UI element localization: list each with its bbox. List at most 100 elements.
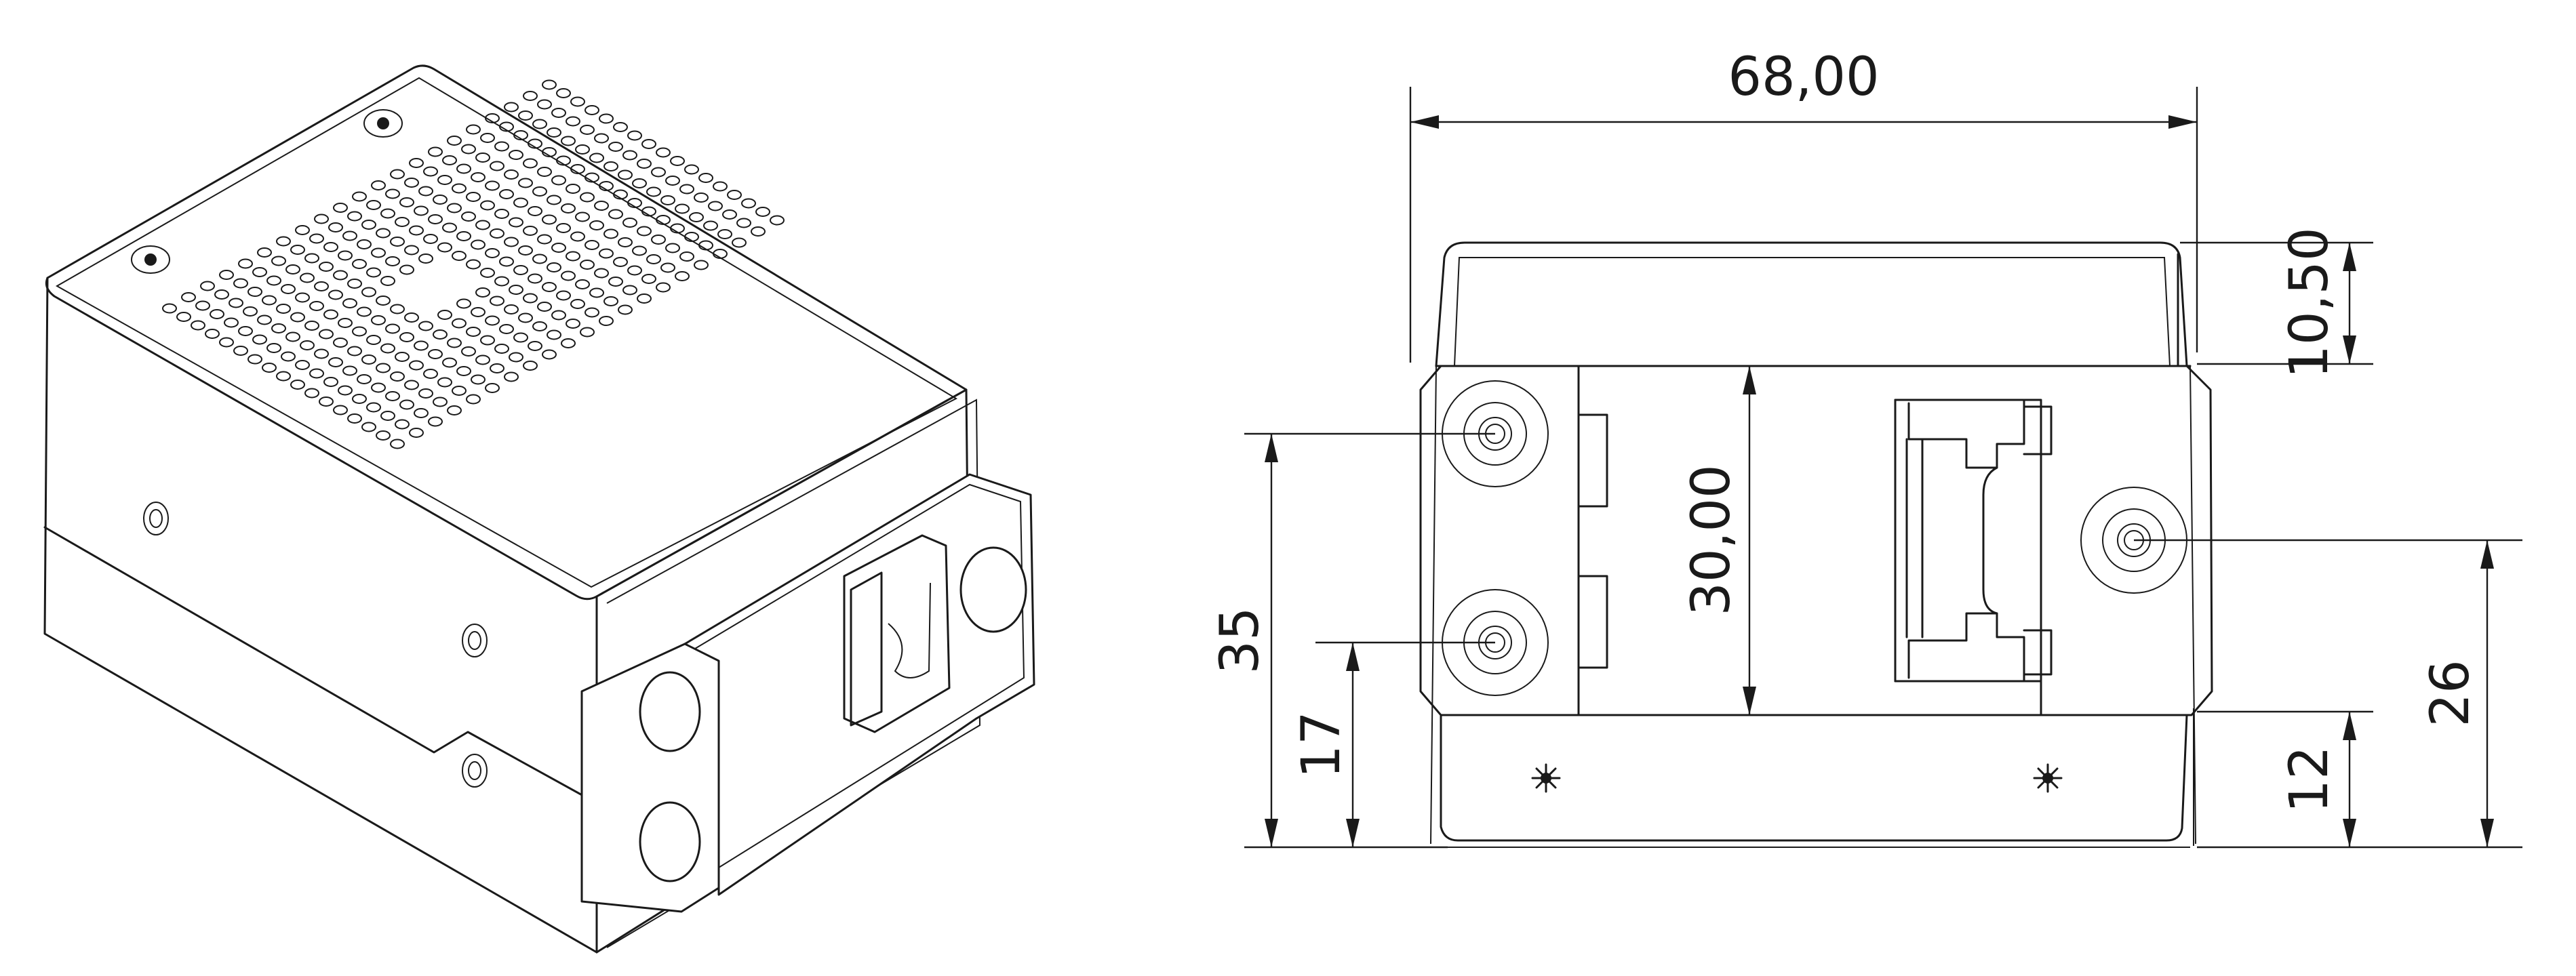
bracket-inner-edge [691, 483, 1025, 868]
vent-hole [461, 144, 476, 155]
vent-hole [442, 357, 457, 368]
vent-hole [551, 310, 566, 321]
vent-hole [319, 262, 334, 272]
vent-hole [575, 279, 590, 289]
vent-hole [452, 318, 467, 329]
vent-hole [276, 304, 291, 314]
vent-hole [466, 124, 481, 135]
vent-hole [323, 377, 338, 387]
right-side-flange [2189, 365, 2196, 845]
vent-hole [528, 341, 542, 351]
bracket-hole-upper [639, 671, 701, 752]
vent-hole [684, 164, 699, 175]
left-side-flange [1430, 365, 1437, 845]
din-clip-slot [850, 571, 883, 727]
vent-hole [271, 323, 286, 333]
vent-hole [395, 217, 410, 227]
vent-hole [290, 312, 305, 323]
vent-hole [523, 361, 538, 371]
vent-hole [238, 258, 253, 269]
vent-hole [509, 150, 523, 160]
flange-tab-upper [1577, 413, 1608, 508]
vent-hole [461, 211, 476, 222]
vent-hole [523, 91, 538, 101]
vent-hole [480, 200, 495, 211]
vent-hole [480, 268, 495, 278]
vent-hole [409, 360, 424, 371]
vent-hole [694, 192, 709, 203]
vent-hole [499, 256, 514, 267]
vent-hole [594, 133, 609, 144]
vent-hole [698, 173, 713, 183]
vent-hole [665, 176, 680, 186]
vent-hole [456, 231, 471, 241]
vent-hole [542, 214, 557, 225]
vent-hole [499, 324, 514, 334]
bracket-hole-right [959, 546, 1027, 633]
vent-hole [418, 388, 433, 399]
vent-hole [665, 243, 680, 253]
vent-hole [423, 234, 438, 244]
vent-hole [385, 323, 400, 334]
vent-hole [262, 363, 277, 373]
vent-hole [409, 158, 424, 168]
vent-hole [404, 312, 419, 323]
vent-hole [679, 184, 694, 195]
vent-hole [380, 276, 395, 286]
dim-lower-hole: 17 [1291, 711, 1352, 778]
vent-hole [437, 242, 452, 253]
vent-hole [480, 133, 495, 143]
vent-hole [575, 211, 590, 222]
vent-hole [618, 169, 633, 180]
vent-hole [580, 260, 595, 270]
vent-hole [385, 391, 400, 401]
vent-hole [613, 257, 628, 267]
vent-hole [376, 296, 391, 306]
vent-hole [561, 136, 576, 146]
vent-hole [485, 315, 500, 326]
dim-height-overall: 35 [1210, 607, 1271, 674]
vent-hole [542, 79, 557, 90]
vent-hole [566, 251, 580, 262]
vent-hole [504, 169, 519, 180]
dim-right-hole: 26 [2420, 659, 2481, 727]
vent-hole [447, 338, 462, 348]
vent-hole [556, 290, 571, 301]
vent-hole [385, 188, 400, 199]
vent-hole [551, 108, 566, 118]
vent-hole [442, 222, 457, 233]
vent-hole [513, 197, 528, 208]
vent-hole [660, 262, 675, 273]
vent-hole [509, 285, 523, 295]
vent-hole [447, 136, 462, 146]
vent-hole [399, 332, 414, 342]
vent-hole [518, 245, 533, 256]
vent-hole [342, 298, 357, 308]
vent-hole [637, 159, 652, 169]
vent-hole [404, 178, 419, 188]
vent-hole [532, 186, 547, 197]
vent-hole [366, 402, 381, 413]
vent-hole [361, 220, 376, 230]
vent-hole [694, 260, 709, 270]
vent-hole [580, 192, 595, 203]
vent-hole [376, 228, 391, 239]
vent-hole [390, 304, 405, 314]
vent-hole [342, 365, 357, 376]
vent-hole [428, 416, 443, 427]
vent-hole [285, 264, 300, 274]
vent-hole [485, 383, 500, 393]
vent-hole [437, 310, 452, 320]
vent-hole [490, 228, 504, 239]
vent-hole [580, 327, 595, 338]
vent-hole [632, 245, 647, 256]
vent-hole [447, 405, 462, 415]
vent-hole [338, 250, 353, 261]
vent-hole [471, 239, 486, 250]
vent-hole [290, 380, 305, 390]
vent-hole [214, 289, 229, 300]
vent-hole [494, 276, 509, 287]
vent-hole [195, 300, 210, 311]
vent-hole [509, 217, 523, 228]
vent-hole [528, 206, 542, 216]
